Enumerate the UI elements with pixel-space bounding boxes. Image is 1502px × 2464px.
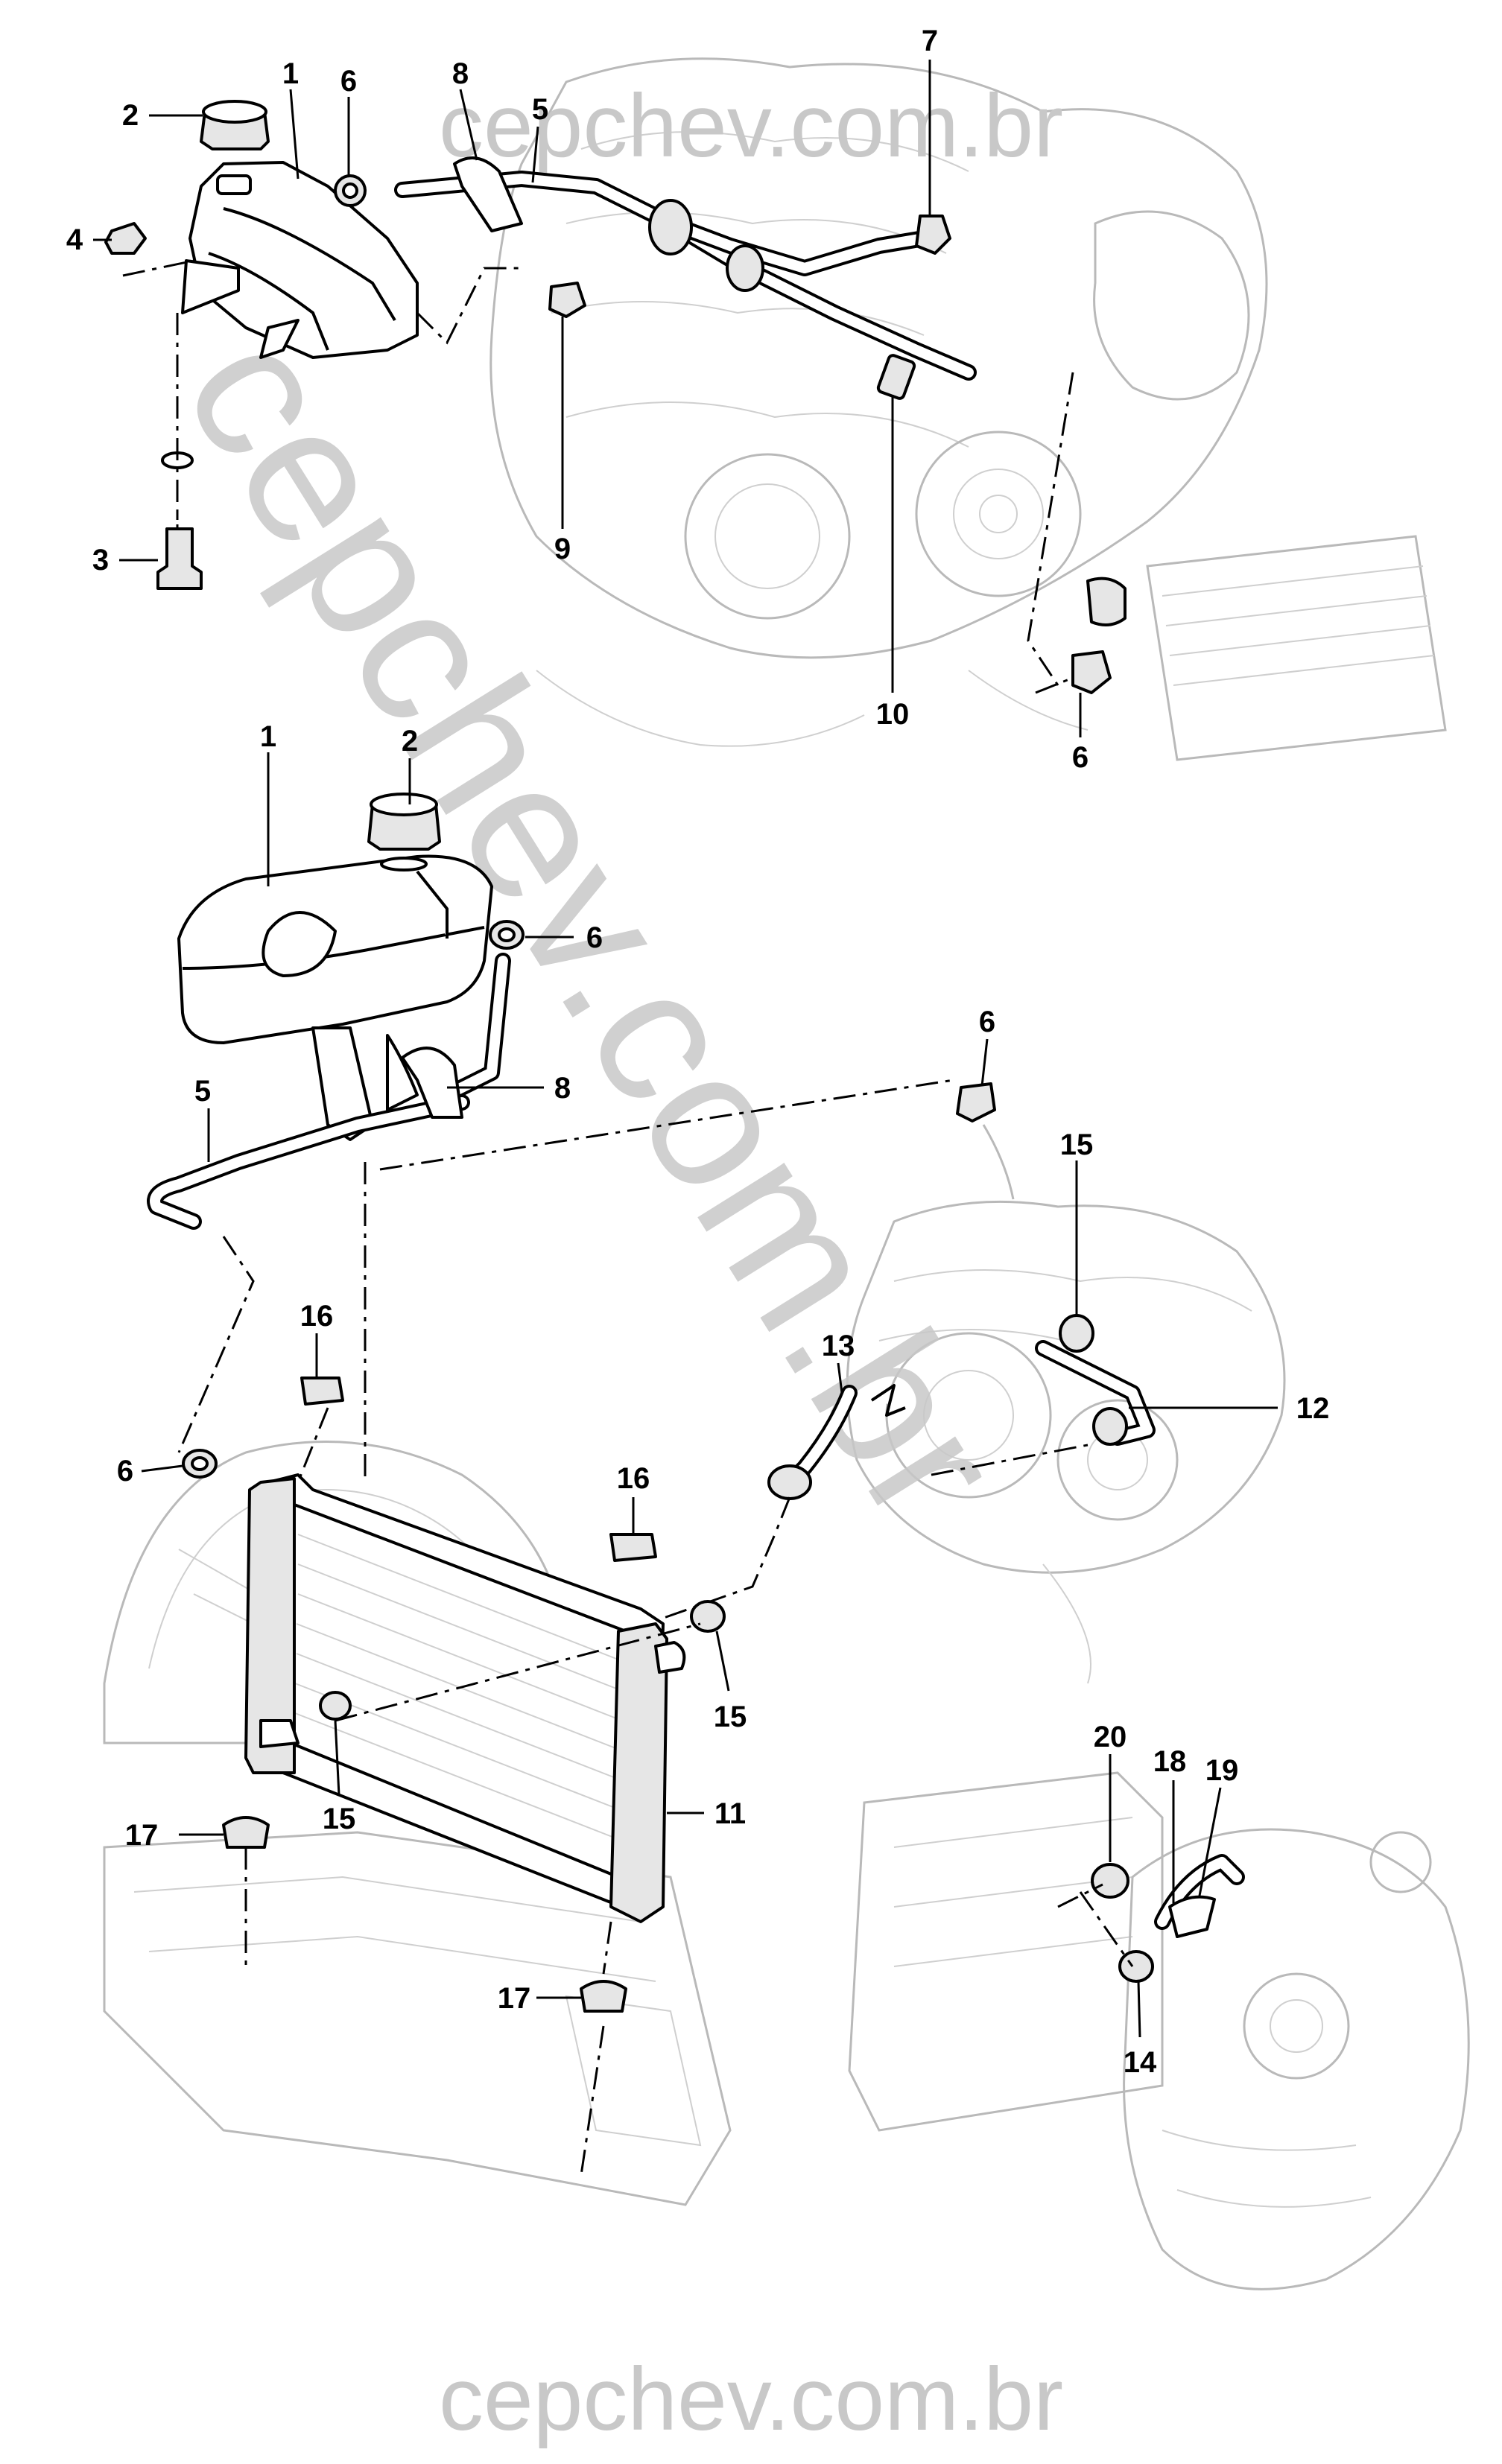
callout-8: 8 — [452, 57, 469, 90]
callout-1: 1 — [282, 57, 299, 90]
callout-18: 18 — [1153, 1745, 1187, 1778]
radiator — [182, 1377, 726, 2176]
pad-icon — [300, 1377, 344, 1406]
watermark-bottom: cepchev.com.br — [439, 2349, 1063, 2449]
callout-17: 17 — [125, 1819, 159, 1852]
insulator-icon — [580, 1980, 627, 2013]
callout-14: 14 — [1124, 2046, 1157, 2079]
callout-8: 8 — [554, 1072, 571, 1105]
callout-17: 17 — [498, 1982, 531, 2015]
callout-labels: 1 2 3 4 5 6 7 8 9 10 6 1 2 6 5 8 6 15 12… — [66, 25, 1329, 2079]
callout-15: 15 — [1060, 1128, 1094, 1161]
callout-13: 13 — [822, 1330, 855, 1362]
callout-5: 5 — [194, 1075, 211, 1108]
lower-right-assembly — [1057, 1854, 1245, 1983]
callout-15: 15 — [714, 1701, 747, 1733]
callout-4: 4 — [66, 223, 83, 256]
callout-11: 11 — [714, 1797, 746, 1830]
insulator-icon — [222, 1816, 270, 1849]
engine-background-top — [489, 57, 1447, 761]
callout-2: 2 — [122, 99, 139, 132]
callout-6: 6 — [586, 921, 603, 954]
leader-lines — [93, 60, 1278, 2038]
callout-7: 7 — [922, 25, 938, 57]
callout-6: 6 — [117, 1455, 133, 1487]
nut-icon — [104, 222, 147, 255]
callout-1: 1 — [260, 720, 276, 753]
callout-20: 20 — [1094, 1721, 1127, 1753]
callout-12: 12 — [1296, 1392, 1330, 1425]
middle-assembly — [147, 793, 1156, 1633]
callout-16: 16 — [617, 1462, 650, 1495]
callout-6: 6 — [979, 1006, 995, 1038]
callout-2: 2 — [402, 725, 418, 758]
callout-3: 3 — [92, 544, 109, 577]
pad-icon — [609, 1533, 657, 1562]
callout-10: 10 — [876, 698, 910, 731]
bolt-icon — [156, 527, 203, 590]
watermark-top: cepchev.com.br — [439, 76, 1063, 176]
engine-background-lower-right — [848, 1771, 1470, 2290]
callout-6: 6 — [1072, 741, 1089, 774]
callout-5: 5 — [532, 93, 548, 126]
callout-9: 9 — [554, 533, 571, 565]
callout-19: 19 — [1205, 1754, 1239, 1787]
callout-6: 6 — [340, 65, 357, 98]
callout-15: 15 — [323, 1803, 356, 1835]
callout-16: 16 — [300, 1300, 334, 1333]
